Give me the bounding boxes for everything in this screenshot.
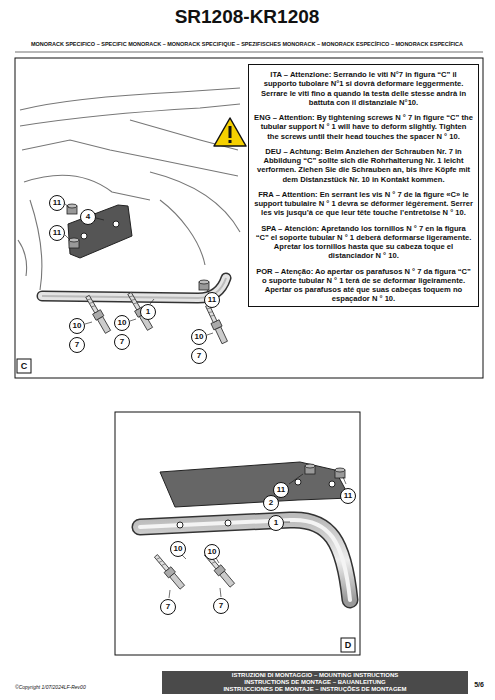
page-number: 5/6 (474, 681, 484, 688)
callout-number: 1 (268, 515, 284, 531)
callout-number: 7 (69, 337, 85, 353)
note-text: POR – Atenção: Ao apertar os parafusos N… (254, 267, 473, 304)
callout-number: 10 (69, 318, 85, 334)
note-text: ITA – Attenzione: Serrando le viti N°7 i… (254, 70, 473, 107)
callout-number: 10 (170, 541, 186, 557)
callout-number: 4 (80, 209, 96, 225)
plate (160, 462, 350, 507)
callout-number: 10 (191, 329, 207, 345)
figure-letter: D (341, 638, 356, 653)
note-text: DEU – Achtung: Beim Anziehen der Schraub… (254, 147, 473, 184)
note-text: SPA – Atención: Apretando los tornillos … (254, 224, 473, 261)
figure-letter: C (17, 359, 32, 374)
footer-text: INSTRUCCIONES DE MONTAJE – INSTRUÇÕES DE… (165, 686, 465, 693)
callout-number: 10 (204, 544, 220, 560)
copyright: ©Copyright 1/07/2024LF-Rev00 (15, 684, 86, 690)
callout-number: 11 (49, 225, 65, 241)
footer-band: ISTRUZIONI DI MONTAGGIO – MOUNTING INSTR… (162, 671, 468, 694)
header-rule (15, 52, 483, 53)
callout-number: 11 (49, 195, 65, 211)
callout-number: 7 (191, 348, 207, 364)
page-title: SR1208-KR1208 (175, 6, 320, 28)
callout-number: 7 (213, 598, 229, 614)
motorcycle-tail (18, 88, 240, 290)
note-text: ENG – Attention: By tightening screws N … (254, 113, 473, 141)
callout-number: 7 (114, 334, 130, 350)
footer-text: ISTRUZIONI DI MONTAGGIO – MOUNTING INSTR… (165, 672, 465, 679)
callout-number: 2 (263, 495, 279, 511)
callout-number: 11 (340, 488, 356, 504)
callout-number: 1 (140, 304, 156, 320)
note-text: FRA – Attention: En serrant les vis N ° … (254, 190, 473, 218)
leader-lines (169, 474, 346, 598)
subtitle: MONORACK SPECIFICO – SPECIFIC MONORACK –… (31, 41, 463, 47)
callout-number: 11 (204, 292, 220, 308)
warning-sign (214, 118, 246, 146)
panel-frame (115, 412, 360, 655)
footer-text: INSTRUCTIONS DE MONTAGE – BAUANLEITUNG (165, 679, 465, 686)
bracket-plate (68, 205, 132, 258)
callout-number: 10 (114, 315, 130, 331)
tubular-support (42, 278, 226, 298)
warning-note: ITA – Attenzione: Serrando le viti N°7 i… (248, 64, 479, 307)
tubular-support (140, 520, 350, 600)
callout-number: 7 (160, 599, 176, 615)
panel-frame (15, 58, 483, 378)
leader-lines (65, 204, 213, 335)
